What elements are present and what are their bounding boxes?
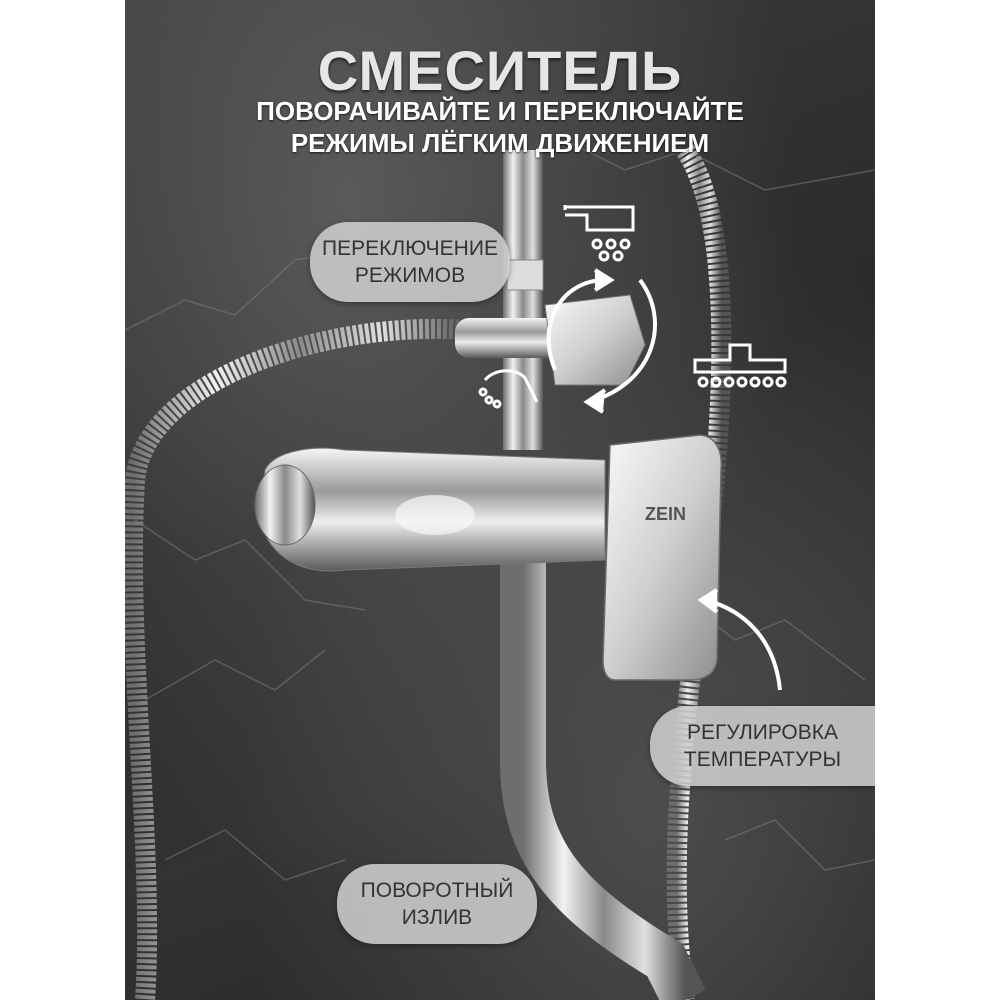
swivel-spout-label: ПОВОРОТНЫЙ ИЗЛИВ xyxy=(337,864,537,944)
pointer-arrow-icon xyxy=(697,588,782,691)
faucet-illustration: ZEIN xyxy=(125,139,875,1000)
diverter-connector xyxy=(455,318,565,358)
riser-pipe xyxy=(503,150,543,450)
hand-shower-icon xyxy=(478,369,539,409)
mode-switch-label: ПЕРЕКЛЮЧЕНИЕ РЕЖИМОВ xyxy=(310,222,510,302)
rotate-arrows-icon xyxy=(546,268,657,414)
product-banner: ZEIN СМЕСИТЕЛЬ ПОВОРАЧИВАЙТЕ И ПЕРЕКЛЮЧА… xyxy=(125,0,875,1000)
temperature-lever xyxy=(602,434,723,681)
swivel-spout-pipe xyxy=(500,560,706,1000)
brand-logo: ZEIN xyxy=(645,504,686,524)
riser-collar xyxy=(506,259,544,291)
mixer-reflection xyxy=(395,495,475,535)
shower-hose-left xyxy=(125,319,466,1000)
mixer-outlet xyxy=(254,464,316,546)
page-title: СМЕСИТЕЛЬ xyxy=(317,39,683,102)
overhead-shower-icon xyxy=(563,205,635,262)
subtitle-line-2: РЕЖИМЫ ЛЁГКИМ ДВИЖЕНИЕМ xyxy=(290,128,710,158)
subtitle-line-1: ПОВОРАЧИВАЙТЕ И ПЕРЕКЛЮЧАЙТЕ xyxy=(256,96,744,126)
rain-shower-icon xyxy=(693,343,787,388)
diverter-knob xyxy=(544,294,646,386)
temperature-label: РЕГУЛИРОВКА ТЕМПЕРАТУРЫ xyxy=(650,706,875,786)
